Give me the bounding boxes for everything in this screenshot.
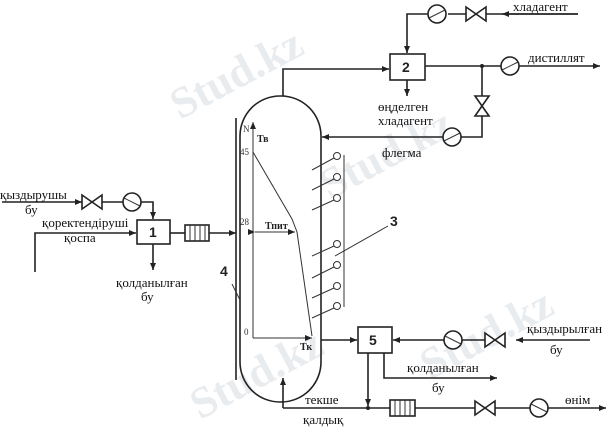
spent-coolant-label-1: өңделген — [378, 99, 428, 114]
valve-icon — [81, 193, 103, 211]
heating-steam-label-2: бу — [25, 202, 38, 217]
tray-taps — [311, 152, 345, 319]
feed-line — [34, 230, 136, 272]
spent-coolant-label-2: хладагент — [378, 113, 433, 128]
heated-steam-label-2: бу — [550, 342, 563, 357]
used-steam-right-line — [383, 353, 497, 381]
watermark: Stud.kz Stud.kz Stud.kz Stud.kz — [162, 18, 561, 427]
leader-4 — [231, 283, 241, 301]
reflux-label: флегма — [382, 145, 422, 160]
unit-1-label: 1 — [149, 224, 157, 240]
t-top-label: Тв — [257, 134, 269, 145]
used-steam-left-label-1: қолданылған — [116, 275, 188, 290]
t-bottom-label: Тк — [300, 342, 312, 353]
temperature-profile: N 45 28 0 Тв Тпит Тк — [240, 122, 313, 353]
tick-0: 0 — [244, 327, 249, 337]
reflux-line — [461, 66, 483, 138]
feed-label-2: қоспа — [64, 230, 96, 245]
used-steam-left-label-2: бу — [141, 289, 154, 304]
used-steam-right-label-2: бу — [432, 380, 445, 395]
heating-steam-label-1: қыздырушы — [0, 187, 67, 202]
valve-icon — [484, 331, 506, 349]
valve-icon — [473, 95, 491, 117]
tick-28: 28 — [240, 217, 250, 227]
coolant-label: хладагент — [513, 0, 568, 14]
heater-1 — [136, 219, 171, 245]
unit-5-label: 5 — [369, 332, 377, 348]
distillate-label: дистиллят — [528, 50, 585, 65]
reboiler-5 — [357, 326, 393, 354]
unit-2-label: 2 — [402, 59, 410, 75]
bottoms-label-1: текше — [305, 392, 339, 407]
tick-45: 45 — [240, 147, 250, 157]
t-feed-label: Тпит — [265, 221, 288, 232]
svg-text:Stud.kz: Stud.kz — [162, 18, 311, 128]
heat-exchanger-icon — [184, 224, 210, 242]
cooler-icon — [389, 399, 416, 417]
bottoms-label-2: қалдық — [303, 412, 344, 427]
feed-label-1: қоректендіруші — [42, 215, 129, 230]
heated-steam-label-1: қыздырылған — [527, 321, 602, 336]
profile-line — [252, 151, 313, 337]
distillation-column — [239, 95, 322, 403]
n-axis-label: N — [243, 124, 250, 134]
svg-text:Stud.kz: Stud.kz — [182, 318, 331, 427]
valve-icon — [474, 399, 496, 417]
unit-4-label: 4 — [220, 263, 228, 279]
product-label: өнім — [565, 392, 590, 407]
condenser-2 — [389, 53, 426, 81]
valve-icon — [465, 5, 487, 23]
vapour-line — [282, 66, 389, 96]
unit-3-label: 3 — [390, 213, 398, 229]
leader-3 — [334, 225, 389, 257]
used-steam-right-label-1: қолданылған — [407, 360, 479, 375]
